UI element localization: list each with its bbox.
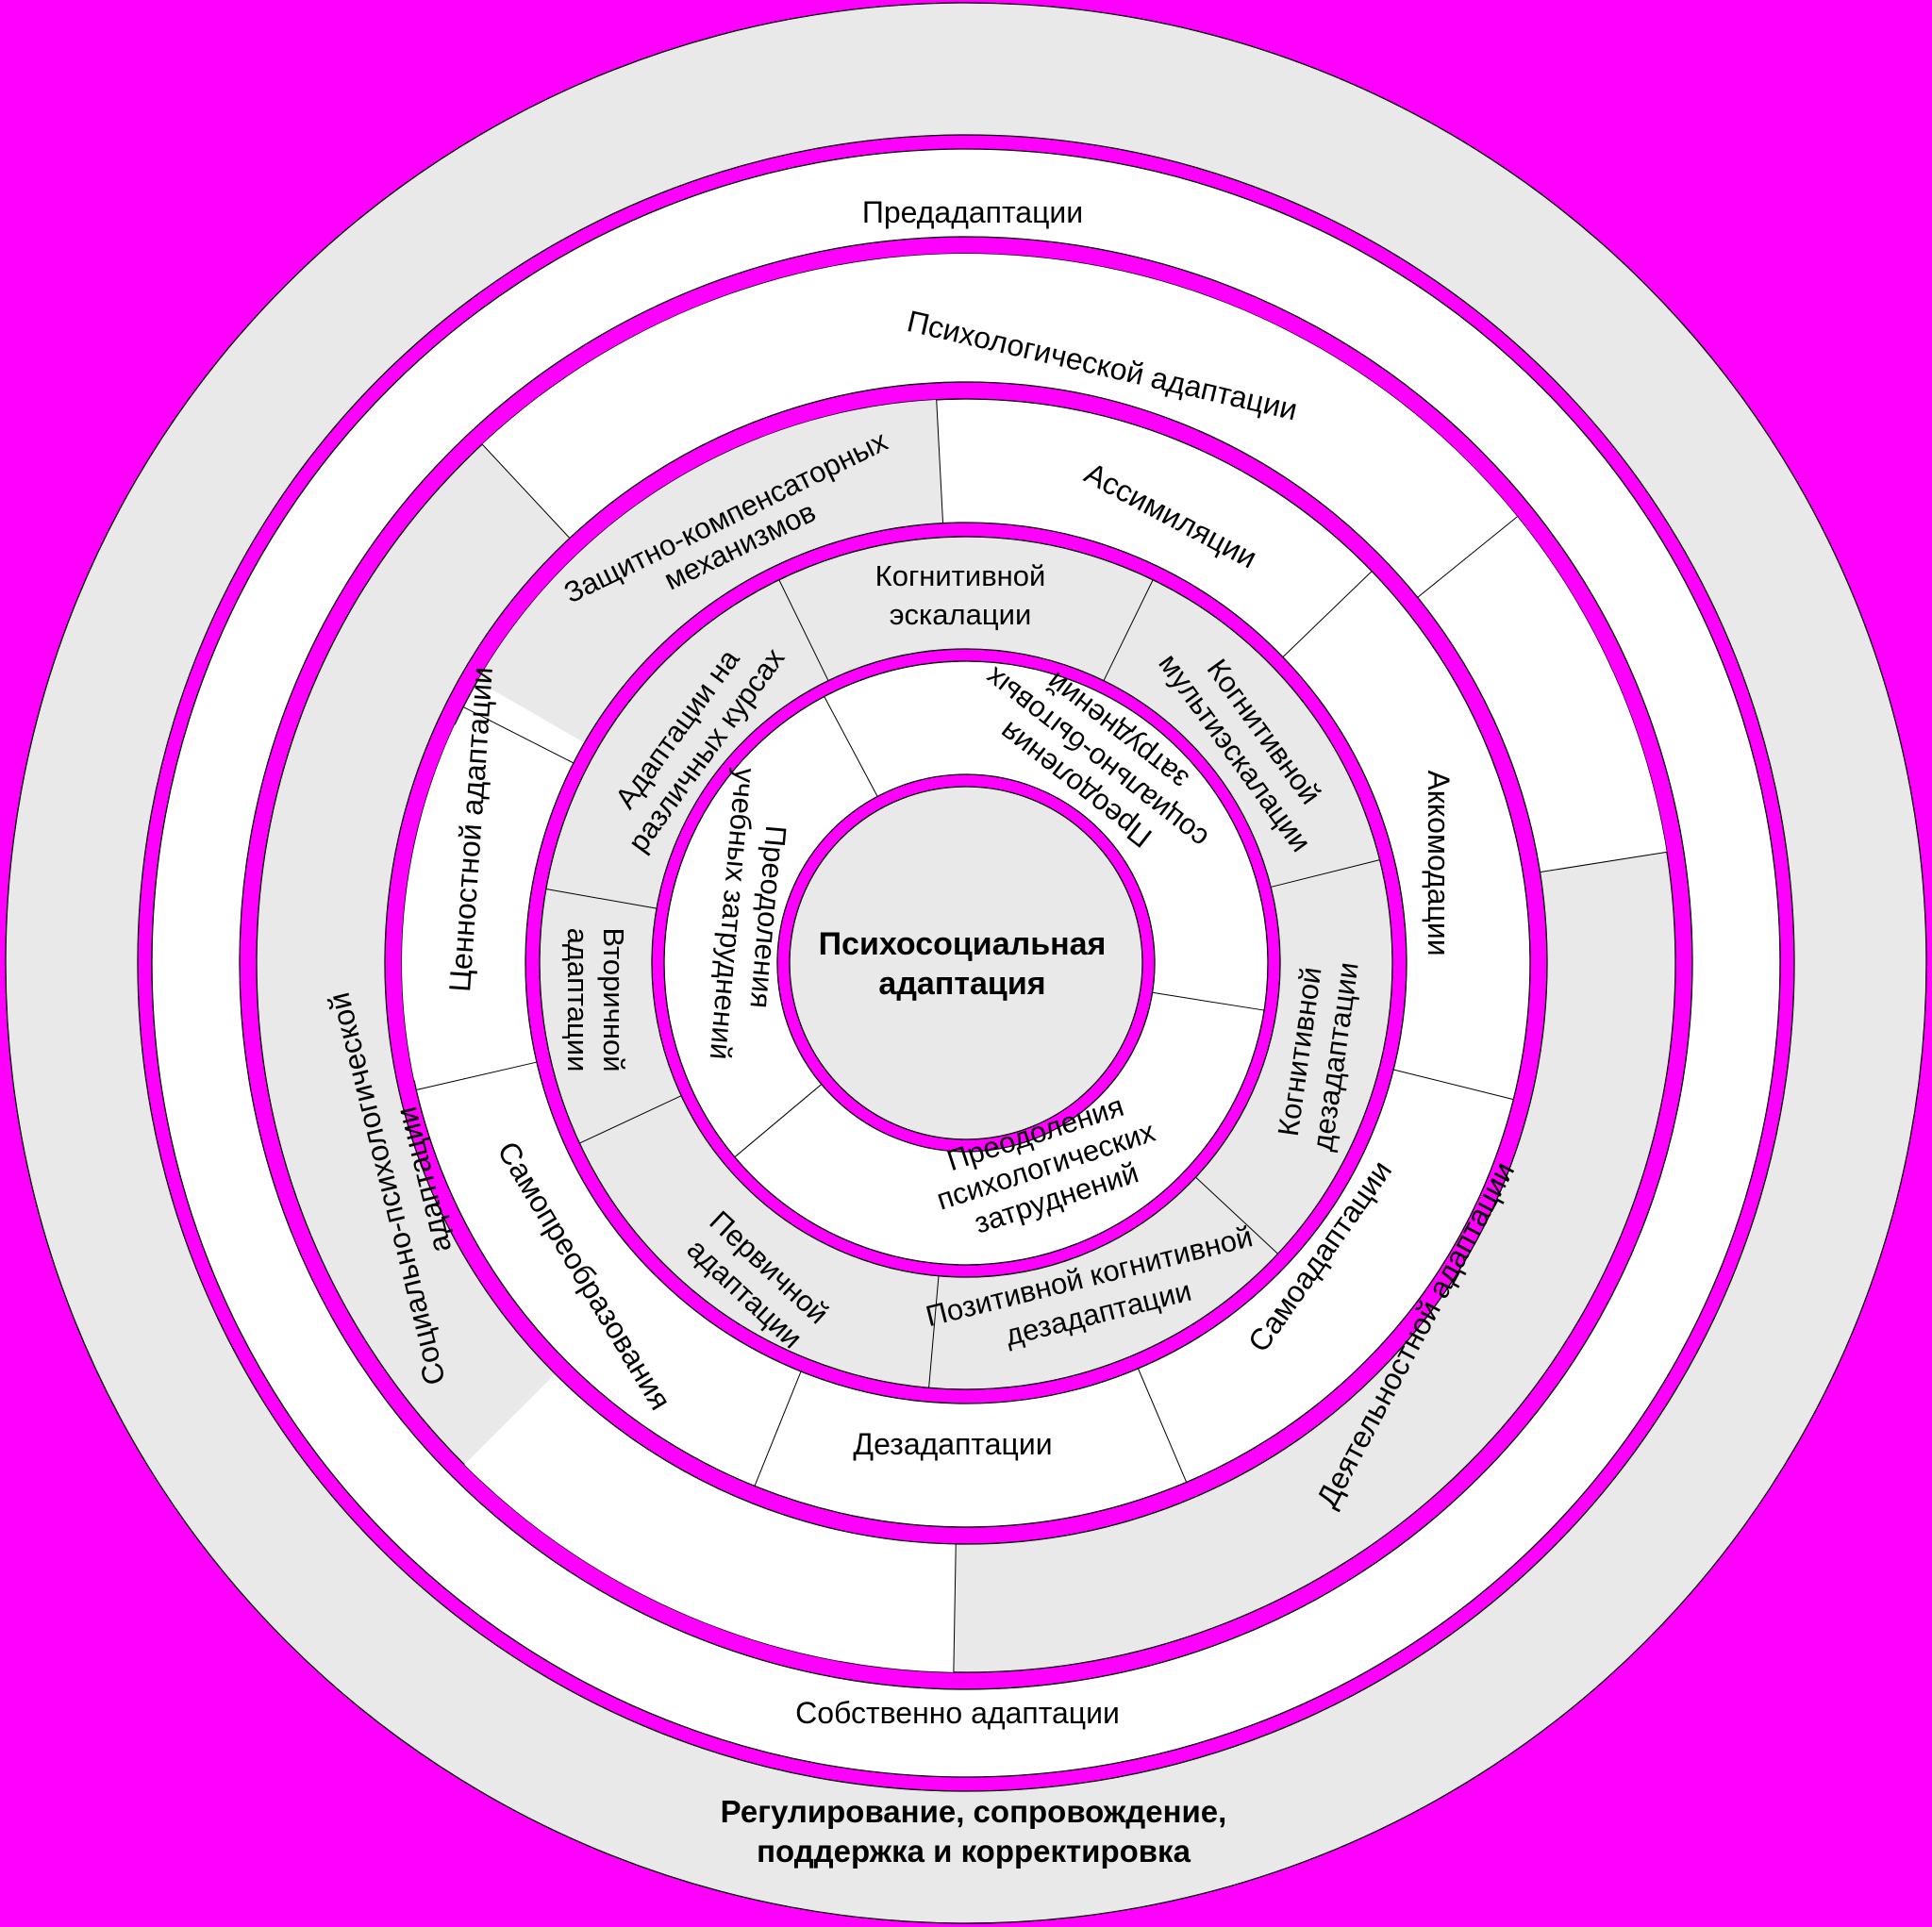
- ring4-separator-1: [1417, 516, 1518, 598]
- ring1-separator-2: [734, 1084, 823, 1158]
- ring3-separator-0: [462, 706, 575, 764]
- center-disc: [789, 786, 1143, 1140]
- ring3-separator-5: [754, 1370, 802, 1487]
- ring3-separator-6: [416, 1061, 538, 1091]
- outer-caption-line1: Регулирование, сопровождение,: [721, 1794, 1227, 1829]
- center-label-line2: адаптация: [878, 966, 1045, 1002]
- ring2-label-left: Вторичной адаптации: [561, 927, 630, 1071]
- ring3-separator-4: [1138, 1368, 1188, 1483]
- ring4-separator-0: [481, 443, 571, 539]
- ring2-separator-4: [928, 1275, 940, 1388]
- center-label-line1: Психосоциальная: [819, 926, 1107, 962]
- ring4-sector-top: [482, 253, 1518, 598]
- ring3-sector-top-left-2: [477, 640, 606, 743]
- ring2-label-left-line2: адаптации: [561, 928, 594, 1072]
- ring4-separator-3: [953, 1543, 957, 1672]
- ring3-sector-left: [402, 724, 567, 1081]
- ring4-sector-top-right: [1417, 516, 1667, 872]
- ring4-sector-bottom-left: [464, 1373, 957, 1672]
- ring3-separator-3: [1393, 1069, 1514, 1101]
- ring2-separator-0: [778, 579, 829, 681]
- ring2-label-top-line2: эскалации: [890, 598, 1032, 631]
- ring3-sector-top-left: [504, 399, 943, 711]
- ring2-separator-5: [579, 1095, 682, 1144]
- ring3-label-bottom: Дезадаптации: [853, 1427, 1052, 1461]
- ring2-separator-6: [545, 889, 658, 909]
- ring1-separator-1: [1152, 991, 1265, 1011]
- ring2-separator-1: [1103, 579, 1154, 681]
- ring5-label-bottom: Собственно адаптации: [795, 1696, 1120, 1730]
- ring3-label-right: Аккомодации: [1422, 770, 1456, 955]
- ring4-separator-2: [1540, 851, 1667, 873]
- ring3-separator-2: [1282, 571, 1373, 657]
- ring5-label-top: Предадаптации: [862, 195, 1083, 229]
- outer-caption-line2: поддержка и корректировка: [757, 1834, 1191, 1869]
- ring2-separator-3: [1195, 1176, 1278, 1254]
- ring2-label-top-line1: Когнитивной: [875, 559, 1046, 592]
- ring2-label-left-line1: Вторичной: [597, 927, 630, 1071]
- ring3-separator-1: [936, 399, 944, 523]
- ring1-separator-0: [824, 696, 878, 797]
- ring2-separator-2: [1270, 859, 1380, 888]
